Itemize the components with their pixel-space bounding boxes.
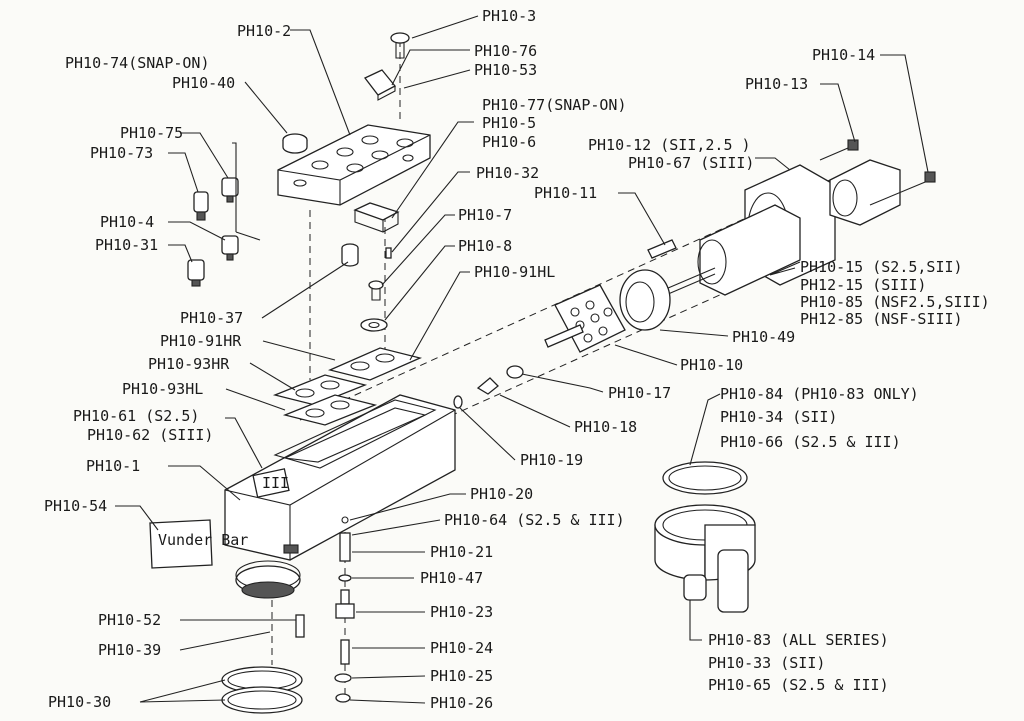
- label-ph10-39: PH10-39: [98, 641, 161, 659]
- o-rings-part: [221, 666, 303, 714]
- plug-part: [282, 133, 308, 154]
- label-ph10-1: PH10-1: [86, 457, 140, 475]
- label-ph10-25: PH10-25: [430, 667, 493, 685]
- label-ph10-91hl: PH10-91HL: [474, 263, 555, 281]
- hinge-plates-part: [272, 347, 423, 426]
- label-ph10-61: PH10-61 (S2.5): [73, 407, 199, 425]
- label-ph10-93hl: PH10-93HL: [122, 380, 203, 398]
- label-ph10-40: PH10-40: [172, 74, 235, 92]
- label-ph10-75: PH10-75: [120, 124, 183, 142]
- label-tag-part: Vunder Bar: [149, 519, 248, 569]
- label-ph12-85: PH12-85 (NSF-SIII): [800, 310, 963, 328]
- label-ph10-30: PH10-30: [48, 693, 111, 711]
- label-ph10-73: PH10-73: [90, 144, 153, 162]
- leader-lines: [115, 15, 929, 704]
- label-ph10-6: PH10-6: [482, 133, 536, 151]
- label-ph10-21: PH10-21: [430, 543, 493, 561]
- label-ph10-12: PH10-12 (SII,2.5 ): [588, 136, 751, 154]
- label-ph10-93hr: PH10-93HR: [148, 355, 230, 373]
- top-screw-part: [390, 32, 410, 59]
- label-ph10-33: PH10-33 (SII): [708, 654, 825, 672]
- top-clip-part: [363, 69, 397, 101]
- label-ph10-13: PH10-13: [745, 75, 808, 93]
- label-ph10-52: PH10-52: [98, 611, 161, 629]
- label-ph10-49: PH10-49: [732, 328, 795, 346]
- label-ph10-66: PH10-66 (S2.5 & III): [720, 433, 901, 451]
- bottom-stack-parts: [295, 516, 355, 703]
- main-body-part: III: [224, 394, 456, 599]
- label-ph10-10: PH10-10: [680, 356, 743, 374]
- label-ph10-19: PH10-19: [520, 451, 583, 469]
- label-ph10-14: PH10-14: [812, 46, 875, 64]
- label-ph10-74: PH10-74(SNAP-ON): [65, 54, 210, 72]
- label-ph10-26: PH10-26: [430, 694, 493, 712]
- label-ph10-34: PH10-34 (SII): [720, 408, 837, 426]
- label-ph10-67: PH10-67 (SIII): [628, 154, 754, 172]
- label-ph10-15: PH10-15 (S2.5,SII): [800, 258, 963, 276]
- label-ph10-32: PH10-32: [476, 164, 539, 182]
- tag-text: Vunder Bar: [158, 531, 248, 549]
- cylinder-assembly-part: [544, 139, 936, 353]
- label-ph10-53: PH10-53: [474, 61, 537, 79]
- mid-screw-part: [368, 280, 384, 301]
- label-ph12-15: PH12-15 (SIII): [800, 276, 926, 294]
- cup-assembly-part: [654, 461, 756, 613]
- label-ph10-84: PH10-84 (PH10-83 ONLY): [720, 385, 919, 403]
- top-plate-part: [277, 124, 431, 206]
- label-ph10-7: PH10-7: [458, 206, 512, 224]
- label-ph10-3: PH10-3: [482, 7, 536, 25]
- label-ph10-65: PH10-65 (S2.5 & III): [708, 676, 889, 694]
- label-ph10-47: PH10-47: [420, 569, 483, 587]
- label-ph10-8: PH10-8: [458, 237, 512, 255]
- small-plug-part: [341, 243, 359, 267]
- label-ph10-62: PH10-62 (SIII): [87, 426, 213, 444]
- label-ph10-31: PH10-31: [95, 236, 158, 254]
- label-ph10-24: PH10-24: [430, 639, 493, 657]
- label-ph10-85: PH10-85 (NSF2.5,SIII): [800, 293, 990, 311]
- valve-parts: [453, 365, 524, 409]
- part-labels: PH10-3 PH10-2 PH10-76 PH10-74(SNAP-ON) P…: [44, 7, 990, 712]
- label-ph10-77: PH10-77(SNAP-ON): [482, 96, 627, 114]
- washer-part: [360, 318, 388, 332]
- label-ph10-83: PH10-83 (ALL SERIES): [708, 631, 889, 649]
- label-ph10-5: PH10-5: [482, 114, 536, 132]
- body-series-label: III: [262, 474, 289, 492]
- label-ph10-17: PH10-17: [608, 384, 671, 402]
- label-ph10-91hr: PH10-91HR: [160, 332, 242, 350]
- label-ph10-20: PH10-20: [470, 485, 533, 503]
- label-ph10-18: PH10-18: [574, 418, 637, 436]
- label-ph10-64: PH10-64 (S2.5 & III): [444, 511, 625, 529]
- detent-pins-part: [187, 177, 239, 287]
- label-ph10-4: PH10-4: [100, 213, 154, 231]
- latch-part: [353, 202, 400, 233]
- label-ph10-2: PH10-2: [237, 22, 291, 40]
- label-ph10-37: PH10-37: [180, 309, 243, 327]
- label-ph10-54: PH10-54: [44, 497, 107, 515]
- label-ph10-76: PH10-76: [474, 42, 537, 60]
- pin-part: [385, 247, 392, 259]
- label-ph10-11: PH10-11: [534, 184, 597, 202]
- label-ph10-23: PH10-23: [430, 603, 493, 621]
